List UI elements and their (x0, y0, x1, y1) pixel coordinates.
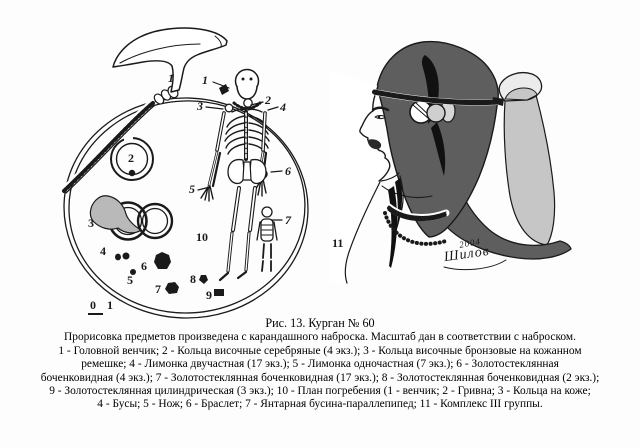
braided-band (371, 89, 504, 106)
label-bead-large: 6 (141, 259, 147, 273)
ribbon (498, 71, 556, 246)
scale-bar-line (88, 313, 103, 315)
figure-caption: Рис. 13. Курган № 60 Прорисовка предмето… (0, 316, 640, 412)
temporal-ring-item (110, 135, 154, 181)
scale-bar-zero: 0 (90, 298, 96, 312)
label-bead-square: 9 (206, 288, 212, 302)
skeleton (200, 68, 270, 282)
caption-title: Рис. 13. Курган № 60 (265, 316, 375, 330)
label-small-figure: 7 (285, 213, 291, 227)
hair-strands (388, 122, 446, 268)
label-strap-item: 3 (88, 216, 94, 230)
label-beads-pair: 4 (100, 244, 106, 258)
figure-drawing (60, 27, 572, 319)
label-complex: 11 (332, 236, 344, 250)
burial-plan-group (60, 27, 309, 319)
temporal-rings-worn (409, 99, 456, 124)
caption-line: 9 - Золотостеклянная цилиндрическая (3 э… (49, 385, 591, 398)
label-grivna: 2 (265, 93, 271, 107)
label-ring-item: 2 (128, 151, 134, 165)
bead-items (115, 252, 224, 296)
lips (367, 139, 382, 150)
label-bead-single: 5 (127, 273, 133, 287)
eyebrow (371, 106, 390, 112)
label-hand: 5 (189, 182, 195, 196)
label-skull-wreath: 1 (202, 73, 208, 87)
scale-bar-one: 1 (107, 298, 113, 312)
woman-face (330, 70, 433, 284)
caption-line: 4 - Бусы; 5 - Нож; 6 - Браслет; 7 - Янта… (97, 398, 543, 411)
caption-line: ремешке; 4 - Лимонка двучастная (17 экз.… (81, 358, 559, 371)
label-arm: 4 (280, 100, 286, 114)
label-bead-hex: 7 (155, 282, 161, 296)
caption-line: Прорисовка предметов произведена с каран… (64, 331, 576, 344)
grivna-dots (232, 101, 262, 110)
shoulder-ring (224, 103, 234, 113)
eye (377, 115, 381, 119)
label-bead-small: 8 (190, 272, 196, 286)
necklaces (383, 203, 450, 246)
caption-line: боченковидная (4 экз.); 7 - Золотостекля… (40, 371, 600, 384)
label-shoulder-ring: 3 (197, 99, 203, 113)
leader-lines (197, 81, 283, 221)
label-bracelet: 6 (285, 164, 291, 178)
child-figure (256, 206, 278, 272)
portrait-group (330, 40, 572, 284)
signature-flourish (443, 259, 507, 271)
label-diadem: 1 (168, 71, 174, 85)
hand-bones (200, 178, 267, 202)
diadem-ornament (112, 27, 228, 93)
label-plan-number: 10 (196, 230, 208, 244)
caption-line: 1 - Головной венчик; 2 - Кольца височные… (58, 344, 582, 357)
strap-rings-item (89, 195, 174, 241)
kurgan-circle (63, 97, 309, 319)
